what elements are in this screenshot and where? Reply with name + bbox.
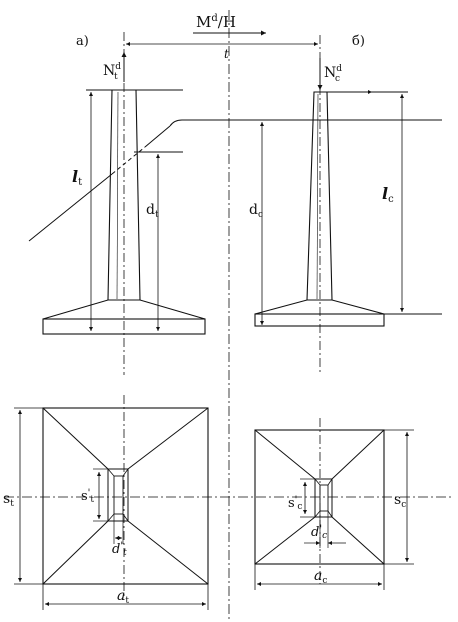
right-column-elevation (254, 58, 442, 327)
left-socket-corner-3 (107, 513, 115, 522)
right-footing-slope (254, 299, 385, 315)
right-plan-diagonal-3 (254, 516, 316, 565)
right-plan-outline (254, 429, 385, 565)
right-socket-corner-4 (327, 510, 333, 518)
left-plan-diagonal-1 (42, 407, 109, 470)
left-socket-inner (113, 475, 124, 515)
spacing-label: t (224, 47, 229, 61)
left-plan-diagonal-4 (127, 520, 209, 585)
right-load-sub: c (335, 74, 340, 84)
right-socket-corner-1 (314, 478, 321, 486)
right-socket-outer (314, 478, 333, 518)
right-load-label: Nd (324, 64, 342, 81)
left-l-label: lt (72, 167, 82, 188)
panel-b-label: б) (352, 34, 365, 49)
right-l-label: lc (382, 184, 394, 205)
right-shaft-inner-line (316, 93, 319, 300)
left-plan-diagonal-3 (42, 520, 109, 585)
left-load-label: Nd (103, 62, 121, 79)
right-socket-corner-3 (314, 510, 321, 518)
right-plan-s-label: sc (394, 492, 406, 510)
right-plan-diagonal-1 (254, 429, 316, 480)
ground-surface (169, 119, 442, 127)
left-column-elevation (42, 52, 206, 335)
right-plan-a-label: ac (314, 568, 327, 586)
right-socket-d-label: d'c (311, 524, 327, 541)
right-socket-corner-2 (327, 478, 333, 486)
right-footing-slab (254, 313, 385, 327)
centerlines (4, 10, 454, 620)
ground-profile (28, 119, 442, 242)
ground-slope-lower (28, 173, 113, 242)
left-socket-outer (107, 468, 129, 522)
right-plan-diagonal-2 (331, 429, 385, 480)
left-d-label: dt (146, 202, 159, 220)
left-load-sub: t (114, 72, 118, 82)
left-plan-diagonal-2 (127, 407, 209, 470)
left-plan-outline (42, 407, 209, 585)
left-shaft-inner-line (116, 91, 119, 300)
left-socket-s-label: s't (81, 488, 94, 505)
left-plan-s-label: st (3, 491, 14, 509)
right-column-shaft (306, 91, 333, 301)
right-plan-diagonal-4 (331, 516, 385, 565)
right-plan-view (254, 429, 414, 590)
left-socket-corner-4 (122, 513, 129, 522)
right-socket-inner (319, 484, 329, 512)
right-d-label: dc (249, 202, 263, 220)
right-socket-s-label: s'c (288, 495, 302, 512)
left-plan-a-label: at (117, 588, 129, 606)
left-socket-corner-1 (107, 468, 115, 477)
left-socket-corner-2 (122, 468, 129, 477)
panel-a-label: a) (76, 34, 89, 49)
moment-label: Md/H (196, 13, 236, 31)
labels: Md/H t a) б) Nd t Nd c lt dt dc lc st sc… (3, 13, 406, 606)
left-footing-slab (42, 318, 206, 335)
left-plan-view (14, 407, 209, 610)
moment-annotation (126, 30, 318, 46)
left-socket-d-label: d't (112, 541, 127, 558)
ground-slope-dashed (111, 146, 146, 175)
ground-slope-upper (144, 125, 171, 148)
